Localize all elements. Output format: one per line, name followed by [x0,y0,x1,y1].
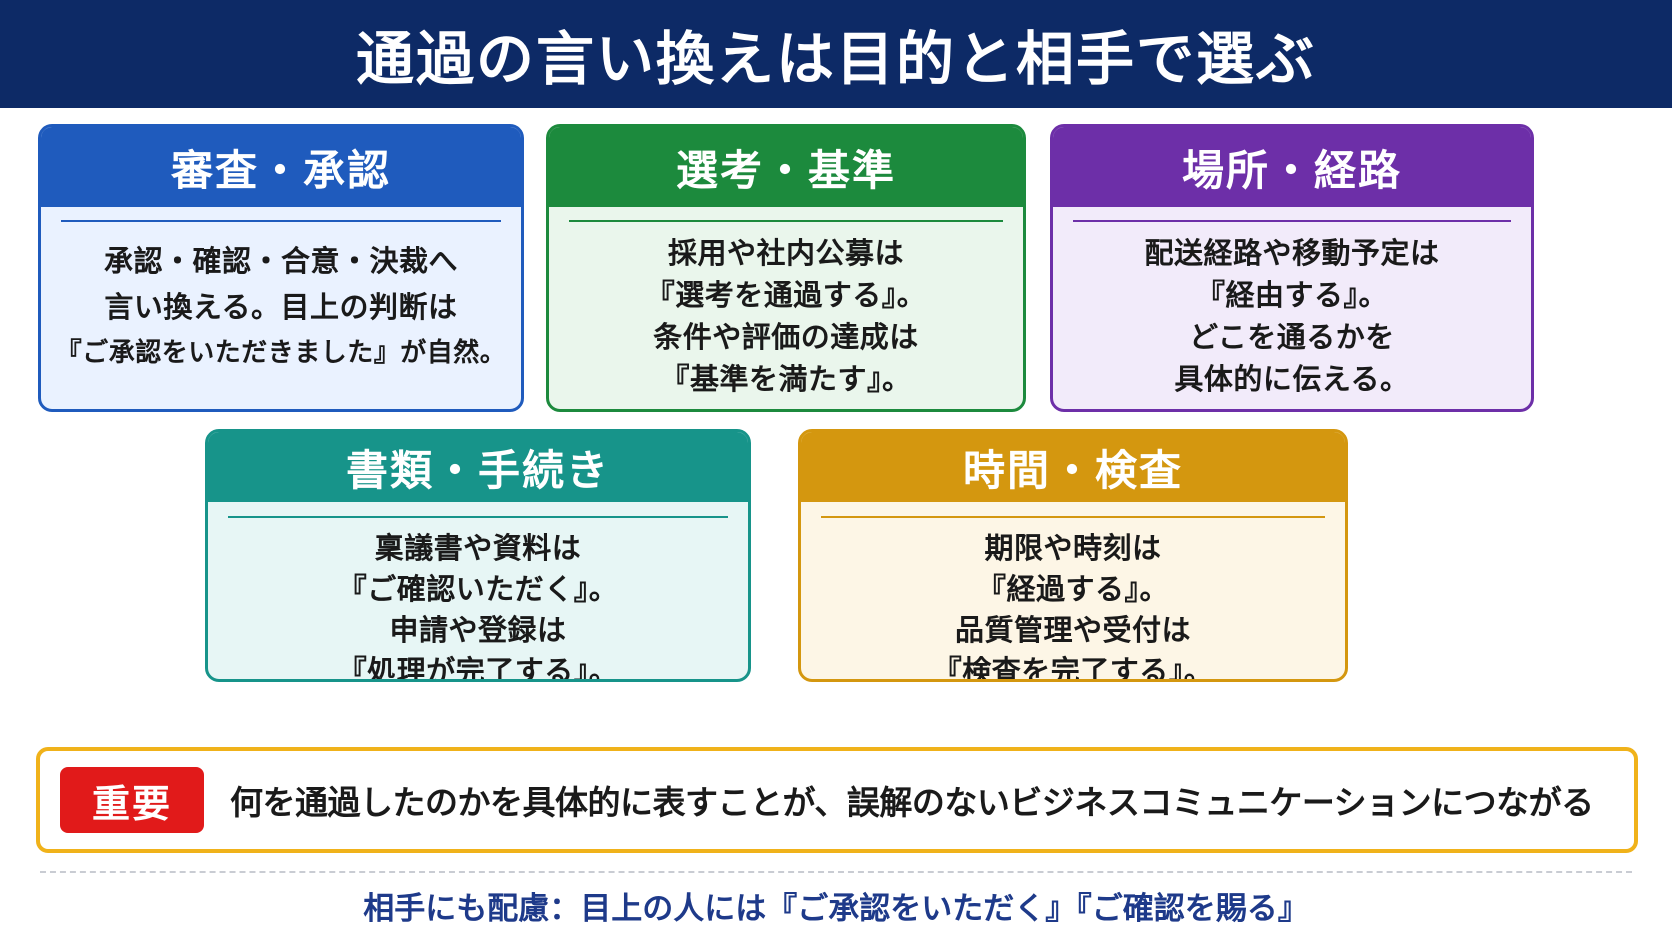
header-banner: 通過の言い換えは目的と相手で選ぶ [0,0,1672,108]
card-title: 書類・手続き [208,432,748,502]
card-divider [821,516,1325,518]
important-text: 何を通過したのかを具体的に表すことが、誤解のないビジネスコミュニケーションにつな… [230,783,1594,822]
card-line: 『処理が完了する』。 [337,654,619,682]
card-body: 採用や社内公募は 『選考を通過する』。 条件や評価の達成は 『基準を満たす』。 [549,222,1023,400]
card-line: どこを通るかを [1189,320,1395,354]
card-line: 申請や登録は [389,613,567,647]
important-callout: 重要 何を通過したのかを具体的に表すことが、誤解のないビジネスコミュニケーション… [36,747,1638,853]
card-line: 『ご確認いただく』。 [337,572,619,606]
card-body: 期限や時刻は 『経過する』。 品質管理や受付は 『検査を完了する』。 [801,518,1345,682]
card-body: 稟議書や資料は 『ご確認いただく』。 申請や登録は 『処理が完了する』。 [208,518,748,682]
card-line: 条件や評価の達成は [653,320,919,354]
footer-note: 相手にも配慮：目上の人には『ご承認をいただく』『ご確認を賜る』 [363,890,1309,927]
card-divider [61,220,501,222]
footer: 相手にも配慮：目上の人には『ご承認をいただく』『ご確認を賜る』 [0,880,1672,930]
card-divider [569,220,1003,222]
card-line: 『ご承認をいただきました』が自然。 [55,338,507,368]
card-time-inspection: 時間・検査 期限や時刻は 『経過する』。 品質管理や受付は 『検査を完了する』。 [798,429,1348,682]
card-line: 承認・確認・合意・決裁へ [103,244,458,278]
important-badge: 重要 [60,767,204,833]
card-review-approval: 審査・承認 承認・確認・合意・決裁へ 言い換える。目上の判断は 『ご承認をいただ… [38,124,524,412]
card-place-route: 場所・経路 配送経路や移動予定は 『経由する』。 どこを通るかを 具体的に伝える… [1050,124,1534,412]
card-line: 『基準を満たす』。 [660,362,912,396]
card-body: 配送経路や移動予定は 『経由する』。 どこを通るかを 具体的に伝える。 [1053,222,1531,400]
card-line: 配送経路や移動予定は [1144,236,1440,270]
card-line: 期限や時刻は [984,531,1162,565]
card-line: 品質管理や受付は [954,613,1191,647]
card-title: 場所・経路 [1053,127,1531,207]
card-divider [1073,220,1511,222]
card-line: 『経過する』。 [976,572,1169,606]
card-documents-procedures: 書類・手続き 稟議書や資料は 『ご確認いただく』。 申請や登録は 『処理が完了す… [205,429,751,682]
card-selection-criteria: 選考・基準 採用や社内公募は 『選考を通過する』。 条件や評価の達成は 『基準を… [546,124,1026,412]
card-line: 『選考を通過する』。 [645,278,927,312]
dashed-divider [40,871,1632,873]
card-line: 言い換える。目上の判断は [104,290,458,324]
card-line: 稟議書や資料は [374,531,582,565]
card-body: 承認・確認・合意・決裁へ 言い換える。目上の判断は 『ご承認をいただきました』が… [41,222,521,376]
card-title: 時間・検査 [801,432,1345,502]
card-title: 選考・基準 [549,127,1023,207]
page-title: 通過の言い換えは目的と相手で選ぶ [355,25,1316,93]
card-line: 『検査を完了する』。 [932,654,1214,682]
card-line: 具体的に伝える。 [1174,362,1410,396]
card-divider [228,516,728,518]
card-title: 審査・承認 [41,127,521,207]
card-line: 採用や社内公募は [667,236,904,270]
card-line: 『経由する』。 [1195,278,1388,312]
